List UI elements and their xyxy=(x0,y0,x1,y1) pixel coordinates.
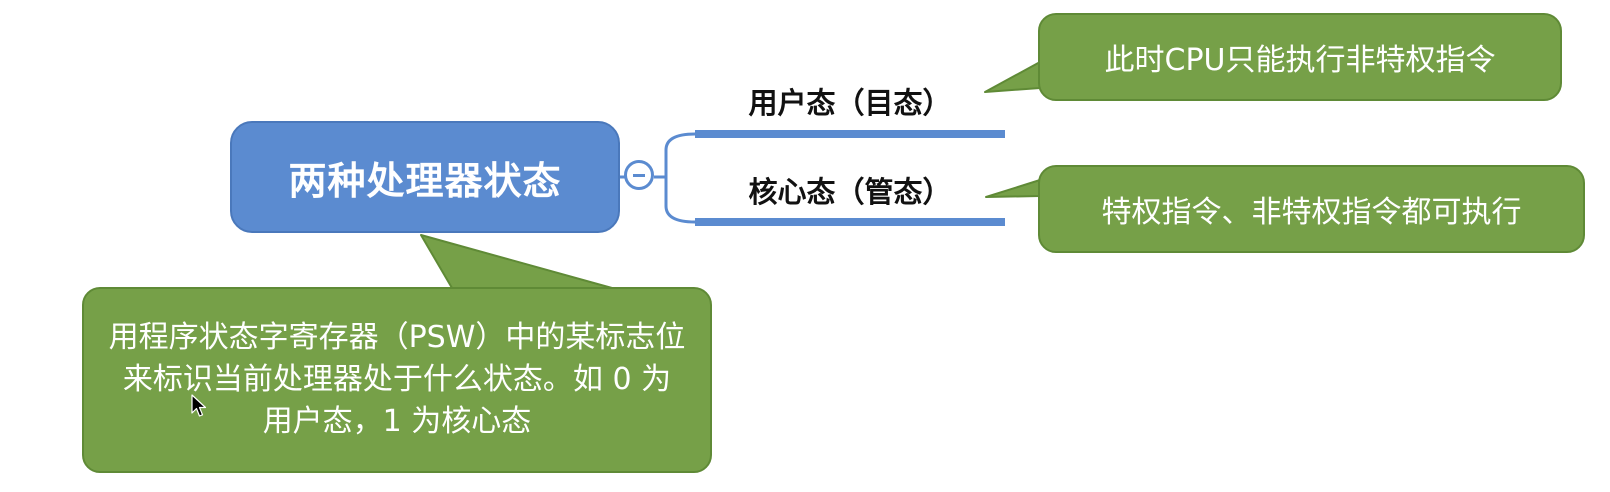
root-node-label: 两种处理器状态 xyxy=(288,158,562,203)
branch-kernel-mode-line xyxy=(695,218,1005,226)
note-psw-text: 用程序状态字寄存器（PSW）中的某标志位来标识当前处理器处于什么状态。如 0 为… xyxy=(108,320,686,439)
note-kernel-mode[interactable]: 特权指令、非特权指令都可执行 xyxy=(1038,165,1585,253)
branch-user-mode-line xyxy=(695,130,1005,138)
branch-kernel-mode-label[interactable]: 核心态（管态） xyxy=(748,175,952,209)
mouse-cursor-icon xyxy=(191,394,207,417)
root-note-pointer xyxy=(420,234,613,289)
branch-user-mode-label[interactable]: 用户态（目态） xyxy=(748,86,952,120)
note-kernel-mode-text: 特权指令、非特权指令都可执行 xyxy=(1101,195,1522,230)
note-user-mode[interactable]: 此时CPU只能执行非特权指令 xyxy=(1038,13,1562,101)
root-node[interactable]: 两种处理器状态 xyxy=(230,121,620,233)
note-psw[interactable]: 用程序状态字寄存器（PSW）中的某标志位来标识当前处理器处于什么状态。如 0 为… xyxy=(82,287,712,473)
branch-bracket xyxy=(654,132,696,224)
note-user-mode-text: 此时CPU只能执行非特权指令 xyxy=(1104,43,1496,78)
collapse-minus-icon[interactable] xyxy=(624,160,654,190)
